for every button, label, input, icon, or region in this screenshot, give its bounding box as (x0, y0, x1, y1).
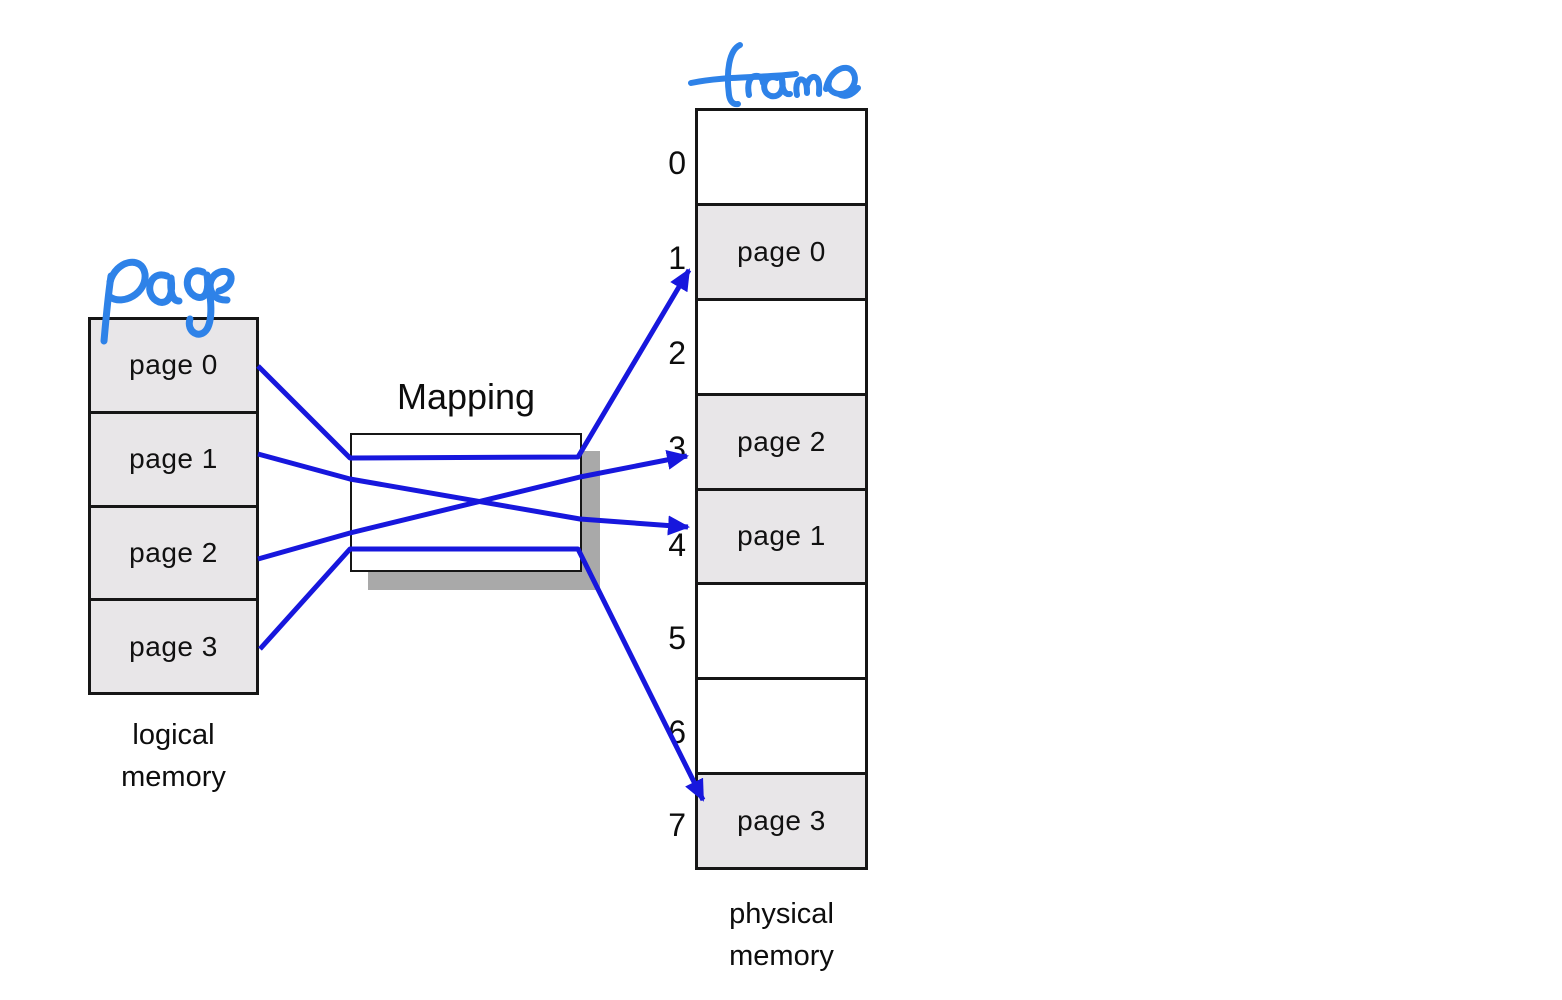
frame-number-1: 1 (668, 240, 686, 276)
arrow-page0-to-frame1 (256, 268, 692, 461)
frame-number-3: 3 (668, 430, 686, 466)
logical-cell-page3: page 3 (91, 598, 256, 692)
frame-number-0: 0 (668, 145, 686, 181)
physical-memory-caption: physical memory (695, 893, 868, 977)
logical-memory-column: page 0 page 1 page 2 page 3 (88, 317, 259, 695)
page-letter-e (206, 268, 235, 304)
frame-letter-a (761, 74, 793, 100)
physical-caption-line2: memory (729, 940, 834, 972)
frame-cell-2 (698, 297, 865, 393)
page-letter-p-bowl (106, 258, 149, 304)
frame-number-4: 4 (668, 527, 686, 563)
frame-number-7: 7 (668, 807, 686, 843)
frame-letter-m (793, 73, 823, 98)
logical-caption-line1: logical (132, 719, 215, 751)
handwritten-frame-label (688, 42, 861, 108)
frame-letter-e (823, 64, 861, 99)
logical-cell-page1: page 1 (91, 410, 256, 505)
frame-cell-1: page 0 (698, 202, 865, 298)
frame-cell-3: page 2 (698, 392, 865, 488)
frame-number-6: 6 (668, 714, 686, 750)
frame-cell-4: page 1 (698, 487, 865, 583)
logical-cell-page2: page 2 (91, 504, 256, 599)
frame-letter-r (745, 72, 766, 98)
mapping-box (350, 433, 582, 572)
logical-memory-caption: logical memory (88, 714, 259, 798)
frame-number-5: 5 (668, 620, 686, 656)
frame-cell-0 (698, 111, 865, 203)
logical-cell-page0: page 0 (91, 320, 256, 411)
frame-letter-f-crossbar (688, 71, 799, 86)
physical-memory-column: page 0 page 2 page 1 page 3 (695, 108, 868, 870)
page-letter-a (146, 271, 183, 306)
mapping-title: Mapping (396, 376, 536, 417)
logical-caption-line2: memory (121, 761, 226, 793)
frame-number-2: 2 (668, 335, 686, 371)
frame-cell-5 (698, 582, 865, 678)
physical-caption-line1: physical (729, 898, 834, 930)
frame-letter-f-stem (724, 42, 743, 108)
frame-cell-6 (698, 677, 865, 773)
frame-cell-7: page 3 (698, 772, 865, 867)
